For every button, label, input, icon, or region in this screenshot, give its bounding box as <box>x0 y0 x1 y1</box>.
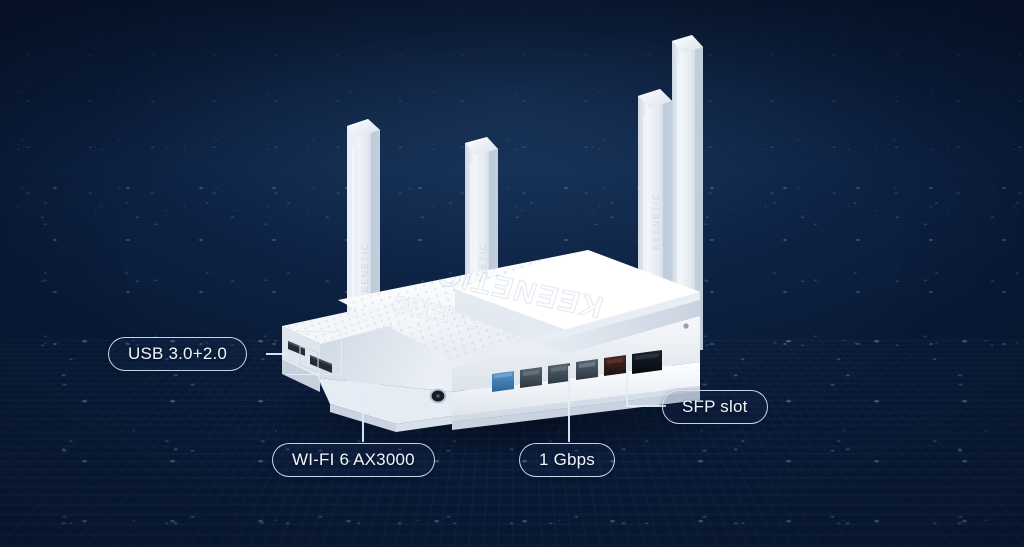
callout-sfp-label: SFP slot <box>682 397 748 416</box>
callout-gbps-label: 1 Gbps <box>539 450 596 469</box>
callout-usb-label: USB 3.0+2.0 <box>128 344 228 363</box>
leader-line-wifi <box>362 392 364 442</box>
leader-line-gbps <box>568 366 570 442</box>
callout-sfp[interactable]: SFP slot <box>662 390 768 424</box>
leader-bracket-usb <box>286 331 342 375</box>
callout-wifi-label: WI-FI 6 AX3000 <box>292 450 415 469</box>
callout-gbps[interactable]: 1 Gbps <box>519 443 616 477</box>
callout-wifi[interactable]: WI-FI 6 AX3000 <box>272 443 435 477</box>
leader-line-sfp-horiz <box>626 405 666 407</box>
leader-line-sfp-vert <box>626 360 628 406</box>
callout-usb[interactable]: USB 3.0+2.0 <box>108 337 248 371</box>
leader-line-usb <box>266 353 288 355</box>
